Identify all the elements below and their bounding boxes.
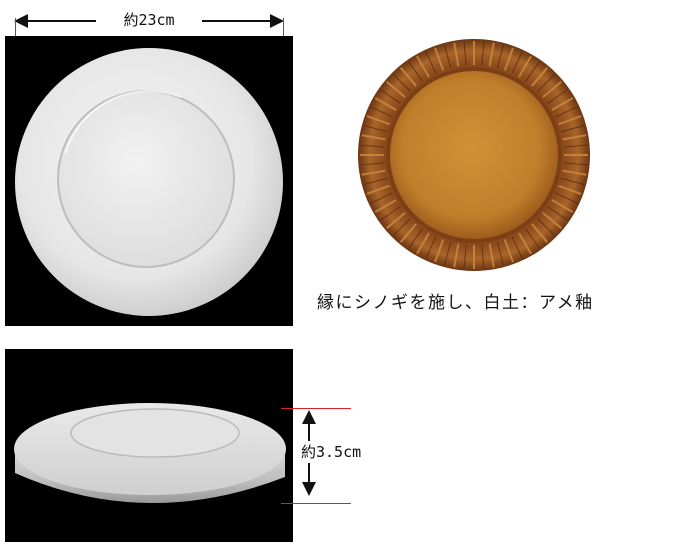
width-dimension-label: 約23cm: [96, 9, 202, 31]
arrow-right-icon: [270, 14, 284, 28]
glaze-caption: 縁にシノギを施し、白土：アメ釉: [317, 293, 594, 313]
arrow-down-icon: [302, 482, 316, 496]
height-guide-top: [281, 408, 351, 409]
height-guide-bottom: [281, 503, 351, 504]
plate-front-photo: [5, 36, 293, 326]
plate-glazed-photo: [356, 37, 592, 274]
plate-side-photo: [5, 349, 293, 542]
arrow-left-icon: [14, 14, 28, 28]
arrow-up-icon: [302, 410, 316, 424]
height-dimension-label: 約3.5cm: [301, 441, 364, 463]
